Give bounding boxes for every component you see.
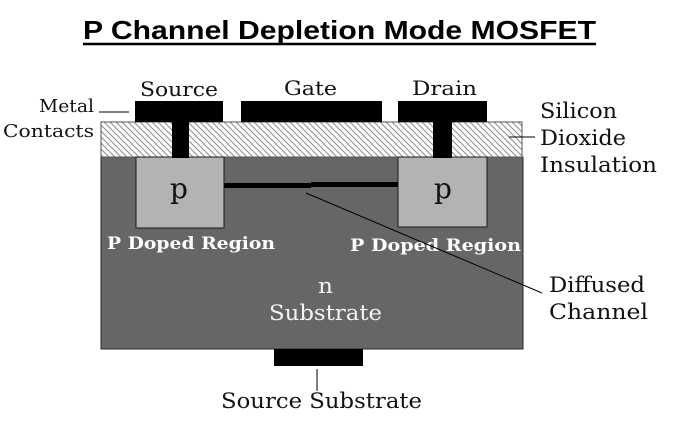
silicon-dioxide-layer: [100, 121, 523, 158]
diffused-channel-leader-line: [305, 192, 543, 294]
source-substrate-label: Source Substrate: [221, 389, 422, 413]
silicon-dioxide-label-line1: Silicon: [540, 99, 617, 123]
diffused-channel-label-line1: Diffused: [549, 273, 645, 297]
diffused-channel-left: [224, 183, 311, 188]
substrate-label: Substrate: [269, 301, 382, 325]
drain-contact-stem: [433, 121, 452, 158]
p-region-left-symbol: p: [170, 172, 188, 205]
p-doped-region-right-label: P Doped Region: [350, 236, 521, 256]
metal-contacts-label-line2: Contacts: [3, 121, 94, 142]
drain-contact: [398, 101, 487, 122]
gate-contact: [241, 101, 382, 122]
source-contact: [135, 101, 223, 122]
p-region-right-symbol: p: [434, 172, 452, 205]
silicon-dioxide-label-line2: Dioxide: [540, 126, 626, 150]
drain-label: Drain: [412, 76, 477, 100]
diffused-channel-label-line2: Channel: [549, 300, 648, 324]
source-substrate-contact: [274, 349, 363, 366]
silicon-dioxide-label-line3: Insulation: [540, 153, 657, 177]
source-label: Source: [140, 77, 218, 101]
p-doped-region-left-label: P Doped Region: [107, 234, 275, 254]
gate-label: Gate: [284, 76, 337, 100]
p-doped-region-right: [397, 156, 488, 228]
substrate-type-label: n: [318, 274, 333, 298]
metal-contacts-label-line1: Metal: [39, 96, 94, 117]
source-contact-stem: [172, 121, 189, 158]
diffused-channel-right: [311, 182, 398, 187]
diagram-title: P Channel Depletion Mode MOSFET: [83, 15, 596, 45]
